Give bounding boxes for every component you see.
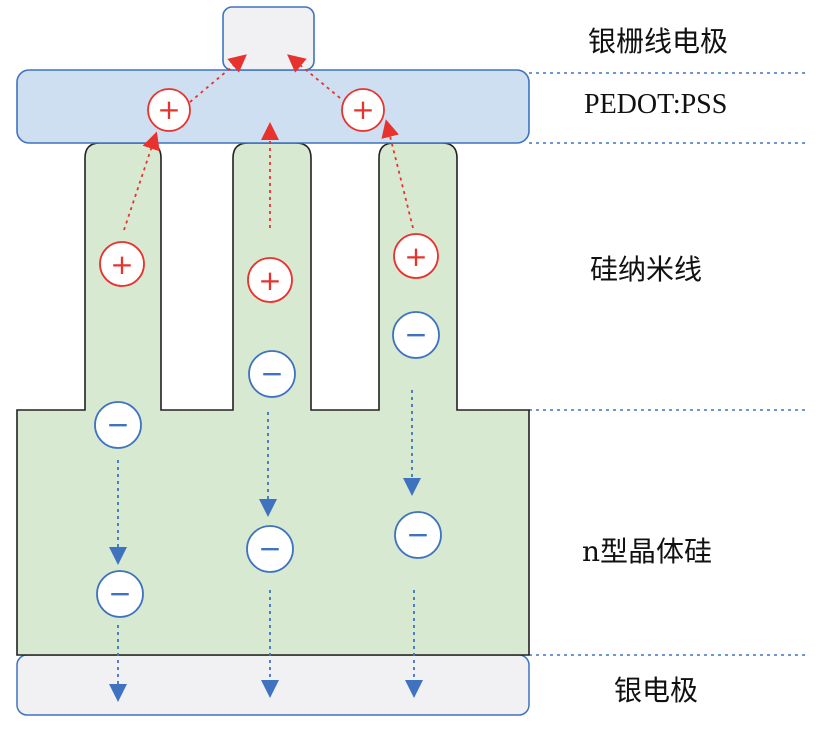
hole-charge: +	[393, 233, 439, 279]
silver-electrode	[16, 654, 530, 716]
hole-arrow-wire-right	[381, 119, 414, 229]
silicon-body	[16, 142, 530, 656]
holes: + + + + +	[99, 88, 439, 303]
hole-charge: +	[341, 88, 385, 132]
electron-symbol: −	[258, 532, 281, 565]
pedot-layer	[16, 69, 530, 144]
label-silicon-nanowire: 硅纳米线	[590, 253, 703, 286]
hole-symbol: +	[157, 93, 180, 126]
electron-symbol: −	[108, 577, 131, 610]
grid-electrode	[222, 6, 315, 71]
label-grid-electrode: 银栅线电极	[588, 25, 729, 58]
electron-paths	[109, 390, 423, 702]
hole-symbol: +	[110, 248, 133, 281]
electron-charge: −	[248, 350, 296, 398]
hole-charge: +	[147, 88, 191, 132]
electron-symbol: −	[106, 408, 129, 441]
electron-charge: −	[246, 525, 294, 573]
electron-charge: −	[394, 511, 442, 559]
hole-arrow-wire-left	[123, 131, 160, 231]
electron-symbol: −	[404, 318, 427, 351]
electron-symbol: −	[260, 357, 283, 390]
hole-charge: +	[247, 257, 293, 303]
hole-symbol: +	[404, 240, 427, 273]
label-n-type-silicon: n型晶体硅	[582, 535, 713, 568]
electrons: − − − − − −	[94, 311, 442, 618]
electron-charge: −	[392, 311, 440, 359]
label-pedot-pss: PEDOT:PSS	[584, 89, 728, 120]
label-silver-electrode: 银电极	[614, 674, 699, 707]
electron-charge: −	[94, 401, 142, 449]
electron-charge: −	[96, 570, 144, 618]
hole-symbol: +	[258, 264, 281, 297]
electron-symbol: −	[406, 518, 429, 551]
hole-arrow-pedot-right	[287, 54, 341, 99]
hole-symbol: +	[351, 93, 374, 126]
hole-paths	[123, 54, 414, 231]
hole-charge: +	[99, 241, 145, 287]
